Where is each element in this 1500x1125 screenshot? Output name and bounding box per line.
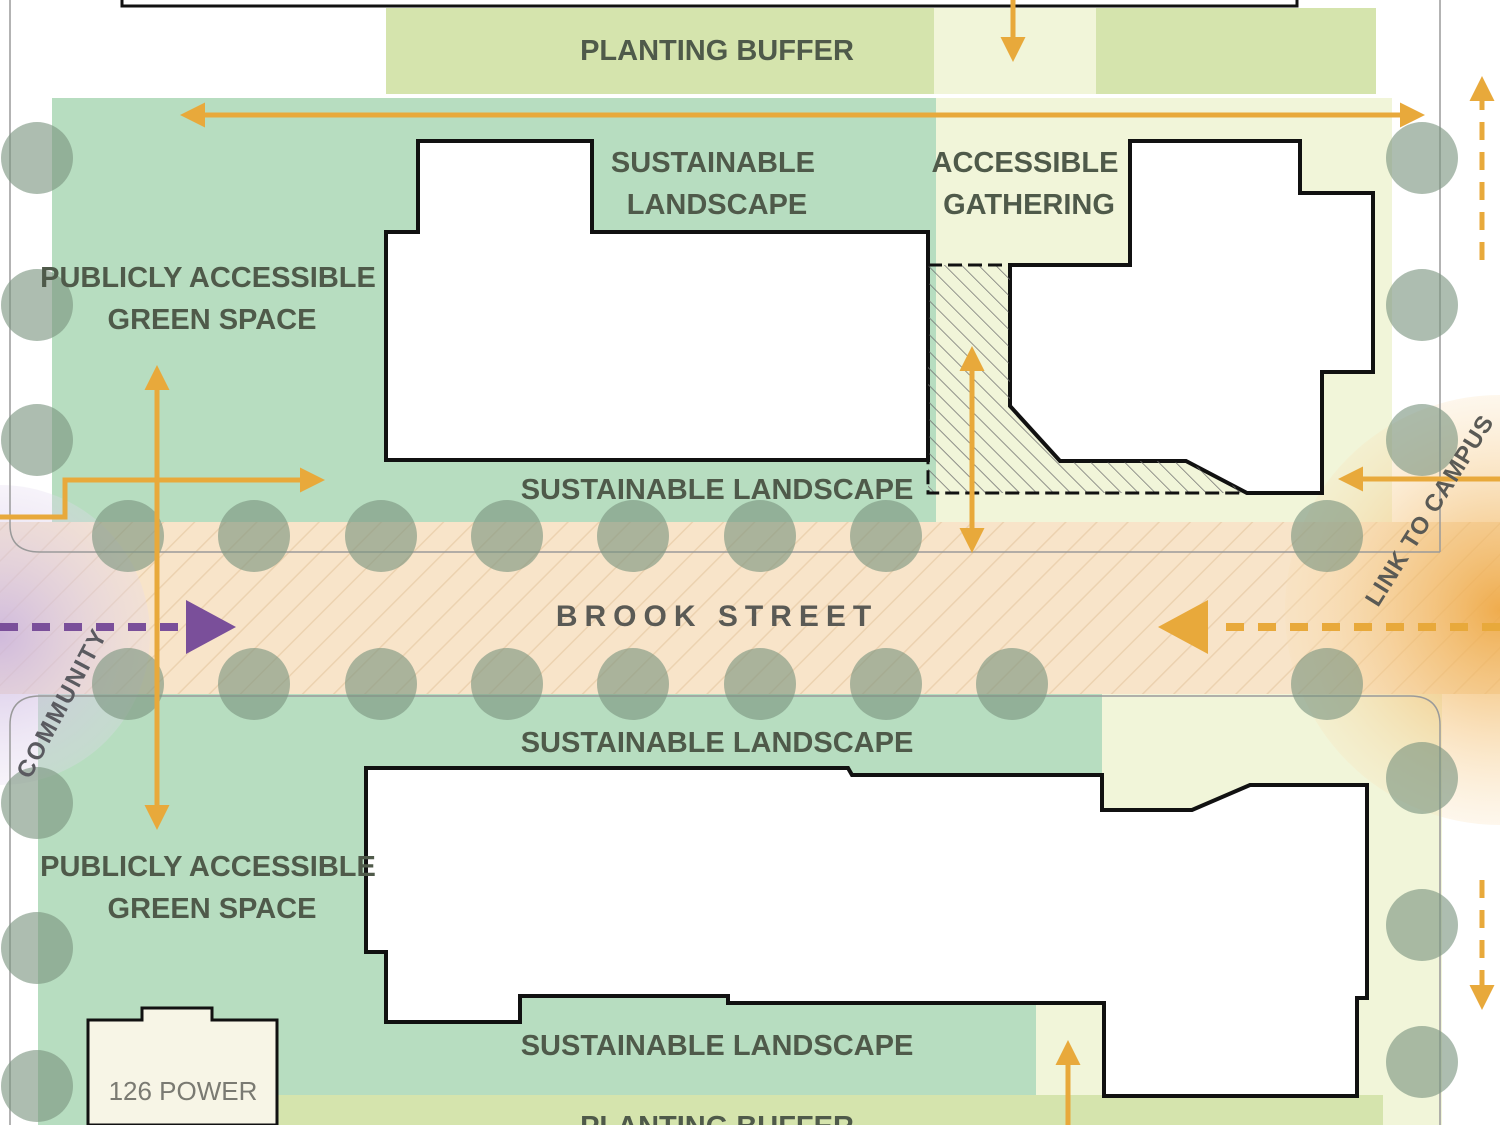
campus-arrow-icon <box>1158 600 1208 654</box>
label-sustainable-landscape-south-top: SUSTAINABLE LANDSCAPE <box>521 727 914 759</box>
label-sustainable-landscape-top-line2: LANDSCAPE <box>627 189 807 221</box>
label-sustainable-landscape-south-bottom: SUSTAINABLE LANDSCAPE <box>521 1030 914 1062</box>
building-hatched-addition <box>926 263 1248 495</box>
planting-buffer-top <box>386 8 934 94</box>
label-green-space-north-line1: PUBLICLY ACCESSIBLE <box>40 262 376 294</box>
label-sustainable-landscape-north: SUSTAINABLE LANDSCAPE <box>521 474 914 506</box>
label-green-space-north: PUBLICLY ACCESSIBLE GREEN SPACE <box>40 262 384 336</box>
street-trees <box>1 122 1458 1122</box>
label-accessible-gathering-line1: ACCESSIBLE <box>932 147 1119 179</box>
building-south <box>364 766 1369 1098</box>
community-arrow-icon <box>186 600 236 654</box>
label-sustainable-landscape-top: SUSTAINABLE LANDSCAPE <box>611 147 823 221</box>
label-power-building: 126 POWER <box>109 1076 258 1106</box>
building-top-edge <box>120 0 1299 8</box>
label-green-space-south-line2: GREEN SPACE <box>108 893 317 925</box>
label-planting-buffer-top: PLANTING BUFFER <box>580 35 854 67</box>
label-green-space-south: PUBLICLY ACCESSIBLE GREEN SPACE <box>40 851 384 925</box>
label-green-space-south-line1: PUBLICLY ACCESSIBLE <box>40 851 376 883</box>
building-126-power <box>86 1006 279 1125</box>
label-planting-buffer-bottom: PLANTING BUFFER <box>580 1111 854 1125</box>
label-street-name: BROOK STREET <box>556 600 878 633</box>
planting-buffer-bottom <box>278 1095 1383 1125</box>
label-green-space-north-line2: GREEN SPACE <box>108 304 317 336</box>
label-accessible-gathering: ACCESSIBLE GATHERING <box>932 147 1127 221</box>
label-accessible-gathering-line2: GATHERING <box>943 189 1115 221</box>
label-sustainable-landscape-top-line1: SUSTAINABLE <box>611 147 815 179</box>
